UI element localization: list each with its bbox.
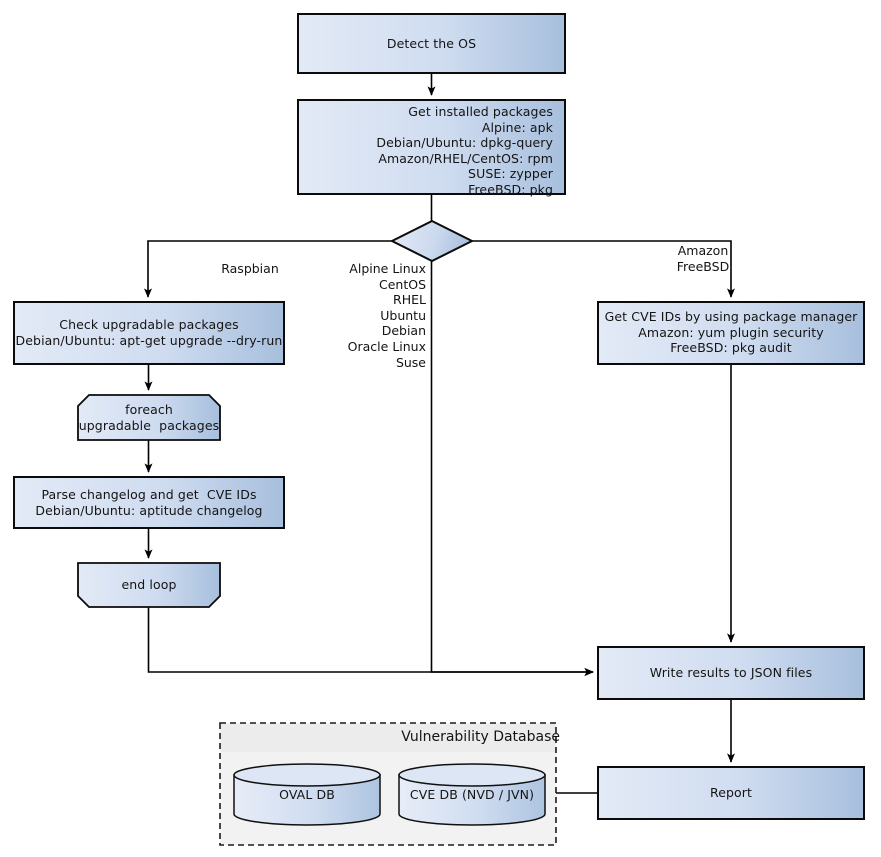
- edge-decision-to-get-cve-ids: [472, 240, 735, 298]
- node-parse-changelog[interactable]: [13, 476, 285, 529]
- cve-db-cylinder: [398, 763, 546, 826]
- node-report[interactable]: [597, 766, 865, 820]
- node-write-results-json[interactable]: [597, 646, 865, 700]
- oval-db-cylinder: [233, 763, 381, 826]
- vulnerability-database-titlebar: [221, 724, 555, 752]
- node-detect-os[interactable]: [297, 13, 566, 74]
- edge-label-middle-os-list: Alpine Linux CentOS RHEL Ubuntu Debian O…: [347, 261, 426, 370]
- edge-label-raspbian: Raspbian: [221, 261, 279, 276]
- node-end-loop[interactable]: [77, 562, 221, 608]
- node-get-cve-ids-package-manager[interactable]: [597, 301, 865, 365]
- node-os-decision-diamond[interactable]: [389, 219, 475, 263]
- edge-decision-to-check-upgradable: [144, 240, 392, 298]
- edge-endloop-to-write-results: [147, 607, 594, 676]
- database-cylinders: [233, 763, 546, 826]
- node-check-upgradable-packages[interactable]: [13, 301, 285, 365]
- process-nodes: [13, 13, 865, 820]
- node-foreach-loop-start[interactable]: [77, 394, 221, 441]
- edge-label-amazon-freebsd: Amazon FreeBSD: [676, 243, 730, 274]
- node-get-installed-packages[interactable]: [297, 99, 566, 195]
- edge-decision-to-write-results: [430, 261, 594, 676]
